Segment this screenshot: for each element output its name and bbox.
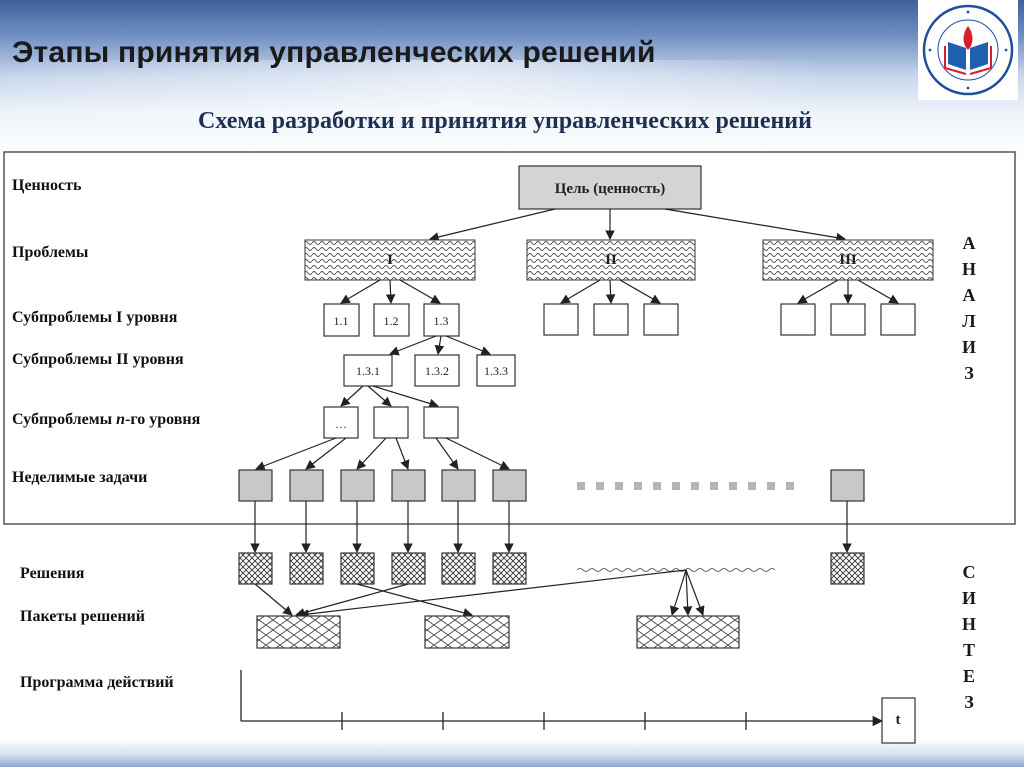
- sub1-node-2-1: [543, 303, 579, 336]
- sub1-node-3-2: [830, 303, 866, 336]
- svg-text:Е: Е: [963, 666, 975, 686]
- sub2-1-3-3-label: 1.3.3: [484, 364, 508, 378]
- diagram-title: Схема разработки и принятия управленческ…: [198, 108, 812, 134]
- sub1-1-3-label: 1.3: [434, 314, 449, 328]
- sub1-node-1-2: [373, 303, 410, 337]
- analysis-frame: [3, 151, 1016, 525]
- subn-arrows: [255, 437, 510, 471]
- sub2-node-1-3-2: [414, 354, 460, 387]
- subn-node-1: [323, 406, 359, 439]
- subn-node-2: [373, 406, 409, 439]
- synthesis-side-label: С И Н Т Е З: [962, 562, 976, 712]
- task-node-5: [441, 469, 476, 502]
- goal-arrows: [429, 208, 846, 243]
- sub1-1-2-label: 1.2: [384, 314, 399, 328]
- svg-text:Н: Н: [962, 614, 976, 634]
- tasks-ellipsis: [577, 482, 794, 490]
- problem-node-2: [526, 239, 696, 281]
- svg-text:Л: Л: [962, 311, 976, 331]
- task-node-2: [289, 469, 324, 502]
- sub2-1-3-2-label: 1.3.2: [425, 364, 449, 378]
- sub1-node-3-3: [880, 303, 916, 336]
- problem-node-3: [762, 239, 934, 281]
- task-node-6: [492, 469, 527, 502]
- task-node-3: [340, 469, 375, 502]
- sub1-node-1-1: [323, 303, 360, 337]
- sub1-1-1-label: 1.1: [334, 314, 349, 328]
- svg-text:З: З: [964, 363, 974, 383]
- level-label-sub2: Субпроблемы II уровня: [12, 351, 184, 368]
- task-node-1: [238, 469, 273, 502]
- footer-background: [0, 739, 1024, 767]
- analysis-side-label: А Н А Л И З: [962, 233, 976, 383]
- subn-node-3: [423, 406, 459, 439]
- task-node-4: [391, 469, 426, 502]
- level-label-program: Программа действий: [20, 674, 174, 691]
- package-node-1: [256, 615, 341, 649]
- solution-node-4: [391, 552, 426, 585]
- solution-node-1: [238, 552, 273, 585]
- goal-label: Цель (ценность): [555, 181, 665, 197]
- solution-arrows: [254, 569, 705, 619]
- solutions-ellipsis: [576, 568, 776, 572]
- level-label-packages: Пакеты решений: [20, 608, 145, 625]
- problem-2-label: II: [605, 252, 617, 268]
- sub2-node-1-3-3: [476, 354, 516, 387]
- time-axis: [240, 670, 884, 730]
- solution-node-3: [340, 552, 375, 585]
- solution-node-5: [441, 552, 476, 585]
- level-label-tasks: Неделимые задачи: [12, 469, 147, 486]
- solution-node-2: [289, 552, 324, 585]
- problem-3-label: III: [839, 252, 857, 268]
- subn-dots-label: …: [335, 417, 347, 431]
- svg-text:Н: Н: [962, 259, 976, 279]
- svg-text:С: С: [963, 562, 976, 582]
- level-label-subn: Субпроблемы n-го уровня: [12, 411, 201, 428]
- svg-text:А: А: [963, 233, 976, 253]
- svg-text:З: З: [964, 692, 974, 712]
- sub1-node-3-1: [780, 303, 816, 336]
- package-node-3: [636, 615, 740, 649]
- level-label-problems: Проблемы: [12, 244, 89, 261]
- page-title: Этапы принятия управленческих решений: [12, 36, 656, 69]
- svg-text:И: И: [962, 588, 976, 608]
- sub1-node-2-3: [643, 303, 679, 336]
- task-node-last: [830, 469, 865, 502]
- header-swoosh: [0, 60, 1024, 120]
- time-axis-end-box: [881, 697, 916, 744]
- sub1-node-1-3: [423, 303, 460, 337]
- level-label-value: Ценность: [12, 177, 82, 194]
- sub2-node-1-3-1: [343, 354, 393, 387]
- sub1-arrows: [389, 335, 491, 356]
- svg-text:Т: Т: [963, 640, 975, 660]
- goal-node: [518, 165, 702, 210]
- level-label-solutions: Решения: [20, 565, 85, 582]
- time-axis-label: t: [896, 712, 901, 728]
- level-label-sub1: Субпроблемы I уровня: [12, 309, 178, 326]
- svg-text:А: А: [963, 285, 976, 305]
- solution-node-last: [830, 552, 865, 585]
- problem-1-label: I: [387, 252, 393, 268]
- solution-node-6: [492, 552, 527, 585]
- package-node-2: [424, 615, 510, 649]
- sub2-arrows: [340, 385, 439, 409]
- task-arrows: [250, 501, 852, 553]
- problem-arrows: [340, 279, 899, 304]
- svg-text:И: И: [962, 337, 976, 357]
- sub1-node-2-2: [593, 303, 629, 336]
- university-logo-icon: [918, 0, 1018, 100]
- sub2-1-3-1-label: 1.3.1: [356, 364, 380, 378]
